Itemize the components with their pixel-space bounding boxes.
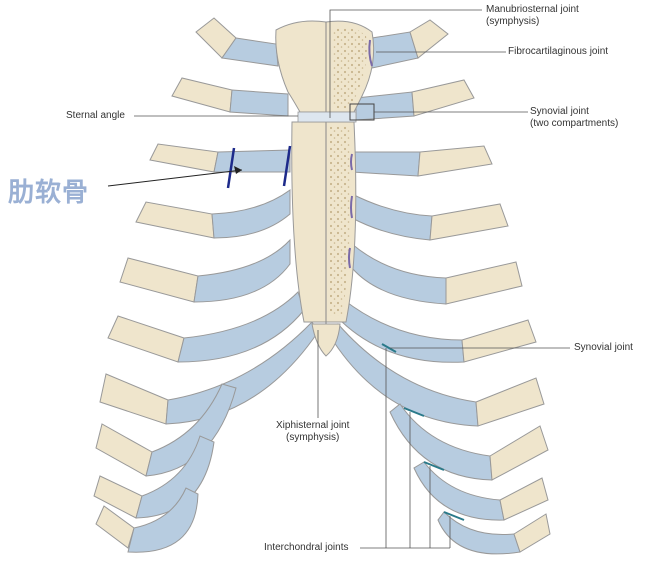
label-xiphisternal-joint: Xiphisternal joint (symphysis)	[276, 420, 349, 444]
left-cartilage-4	[211, 189, 291, 239]
label-synovial-joint: Synovial joint	[574, 342, 633, 353]
label-fibrocartilaginous-joint: Fibrocartilaginous joint	[508, 46, 609, 57]
xiphoid-process	[311, 323, 341, 357]
handwritten-annotations	[107, 145, 292, 189]
left-rib-2	[171, 77, 233, 113]
left-rib-5	[119, 257, 199, 303]
right-cartilage-2	[355, 91, 415, 121]
label-xiphisternal-line1: Xiphisternal joint	[276, 420, 350, 431]
right-rib-8	[489, 425, 549, 481]
right-ribs	[329, 19, 551, 555]
right-rib-6	[461, 319, 537, 363]
left-cartilage-8	[145, 383, 237, 477]
label-manubriosternal-joint: Manubriosternal joint (symphysis)	[486, 4, 579, 28]
left-cartilage-9	[135, 435, 215, 519]
left-rib-4	[135, 201, 215, 239]
right-rib-9	[499, 477, 549, 521]
right-rib-10	[513, 513, 551, 553]
left-cartilage-10	[127, 487, 199, 553]
right-cartilage-1	[371, 31, 419, 69]
left-cartilage-1	[221, 37, 279, 67]
right-rib-1	[409, 19, 449, 59]
left-cartilage-5	[193, 238, 291, 303]
right-cartilage-3	[351, 151, 421, 177]
label-synovial-two-line1: Synovial joint	[530, 106, 589, 117]
leader-lines	[134, 9, 570, 549]
left-cartilage-3	[213, 149, 291, 173]
left-cartilage-2	[229, 89, 289, 117]
left-ribs	[93, 17, 319, 553]
label-manubriosternal-line2: (symphysis)	[486, 16, 540, 27]
left-rib-7	[99, 373, 169, 425]
right-cartilage-4	[351, 193, 433, 241]
label-costal-cartilage-cn: 肋软骨	[8, 178, 90, 208]
right-rib-3	[417, 145, 493, 177]
left-rib-6	[107, 315, 185, 363]
right-rib-5	[445, 261, 523, 305]
label-xiphisternal-line2: (symphysis)	[286, 432, 340, 443]
right-cartilage-5	[351, 242, 447, 305]
sternum	[275, 20, 375, 357]
manubriosternal-joint	[297, 111, 357, 123]
label-synovial-joint-two-compartments: Synovial joint (two compartments)	[530, 106, 618, 130]
right-rib-2	[411, 79, 475, 117]
interchondral-joint-marks	[381, 343, 465, 521]
manubrium	[275, 20, 327, 113]
left-rib-3	[149, 143, 219, 173]
label-synovial-two-line2: (two compartments)	[530, 118, 619, 129]
left-rib-8	[95, 423, 153, 477]
label-interchondral-joints: Interchondral joints	[264, 542, 349, 553]
label-manubriosternal-line1: Manubriosternal joint	[486, 4, 579, 15]
sternal-body	[291, 121, 327, 323]
right-rib-4	[429, 203, 509, 241]
right-rib-7	[475, 377, 545, 427]
label-sternal-angle: Sternal angle	[66, 110, 125, 121]
